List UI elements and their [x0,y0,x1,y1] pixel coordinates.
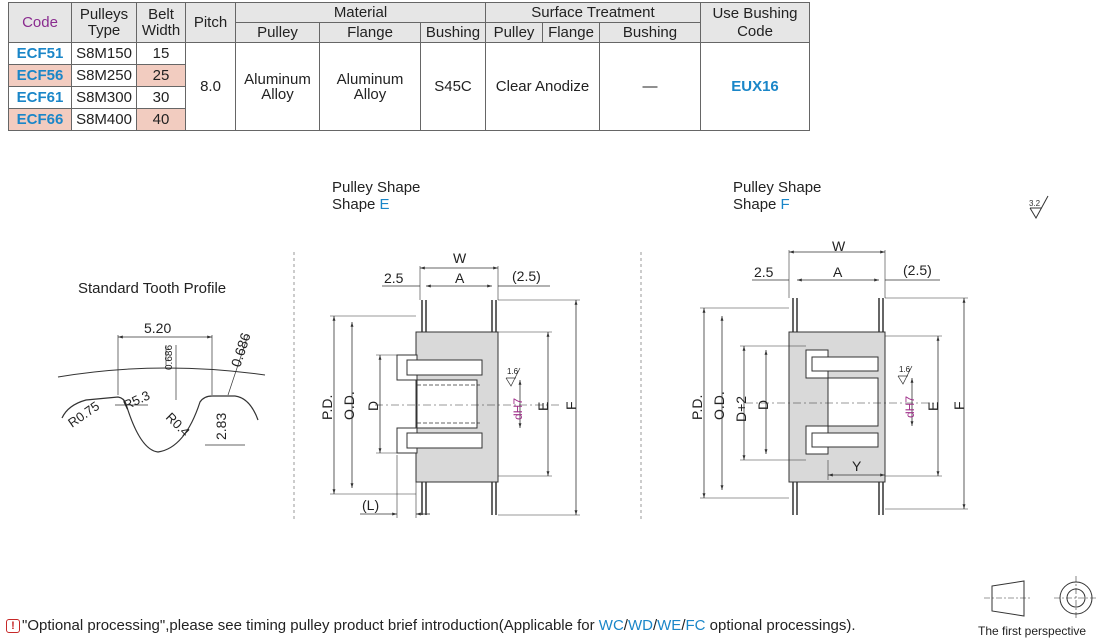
shape-e-roughness: 1.6 [507,367,519,376]
shape-f-dim-a: A [833,264,843,280]
shape-f-title: Pulley Shape [733,179,822,196]
row-code: ECF61 [8,86,72,109]
header-belt-width: Belt Width [136,2,186,43]
link-we[interactable]: WE [657,617,682,634]
shape-f-dim-f: F [951,401,967,410]
roughness-value: 3.2 [1029,199,1041,208]
material-flange-value: Aluminum Alloy [319,42,421,131]
surface-bushing-value: — [599,42,701,131]
shape-e-dim-2-5-paren: (2.5) [512,268,541,284]
shape-e-prefix: Shape [332,196,380,213]
shape-e-dim-f: F [563,401,579,410]
shape-e-subtitle: Shape E [332,196,390,213]
row-code: ECF56 [8,64,72,87]
shape-e-dim-dh7: dH7 [511,398,525,420]
dim-r0-75: R0.75 [65,398,102,430]
use-bushing-value[interactable]: EUX16 [700,42,810,131]
shape-f-dim-pd: P.D. [689,395,705,420]
row-belt-width: 25 [136,64,186,87]
link-wc[interactable]: WC [598,617,624,634]
shape-e-dim-w: W [453,250,467,266]
table-row: ECF61 S8M300 30 [8,86,810,109]
table-row: ECF56 S8M250 25 [8,64,810,87]
header-surface-flange: Flange [542,22,600,43]
optional-processing-note: !"Optional processing",please see timing… [6,617,856,635]
first-perspective-symbol [984,576,1098,620]
shape-f-dim-y: Y [852,458,862,474]
header-surface-bushing: Bushing [599,22,701,43]
link-fc[interactable]: FC [685,617,706,634]
tooth-profile-title: Standard Tooth Profile [78,280,227,297]
shape-f-drawing: W A 2.5 (2.5) P.D. O.D. D+2 D Y dH7 1.6 … [689,238,968,515]
shape-f-dim-e: E [925,402,941,411]
shape-e-letter: E [379,196,390,213]
shape-e-dim-d: D [365,401,381,411]
roughness-symbol: 3.2 [1029,195,1049,220]
shape-e-dim-pd: P.D. [319,395,335,420]
surface-pulley-flange-value: Clear Anodize [485,42,600,131]
shape-f-subtitle: Shape F [733,196,790,213]
row-code: ECF66 [8,108,72,131]
shape-e-dim-a: A [455,270,465,286]
note-text-after: optional processings). [705,617,856,634]
shape-e-dim-e: E [535,402,551,411]
table-row: ECF51 S8M150 15 8.0 Aluminum Alloy Alumi… [8,42,810,131]
dim-r5-3: R5.3 [121,388,152,413]
shape-f-dim-dh7: dH7 [903,396,917,418]
shape-f-dim-od: O.D. [711,391,727,420]
shape-f-dim-d2: D+2 [733,396,749,422]
tooth-profile-drawing: 5.20 0.686 0.686 2.83 R0.75 R5.3 R0.4 [57,320,266,453]
spec-table: Code Pulleys Type Belt Width Pitch Mater… [8,2,810,131]
note-text-before: "Optional processing",please see timing … [22,617,599,634]
header-code: Code [8,2,72,43]
shape-e-dim-l: (L) [362,497,379,513]
header-material-bushing: Bushing [420,22,486,43]
shape-e-dim-2-5: 2.5 [384,270,404,286]
shape-f-dim-w: W [832,238,846,254]
header-pitch: Pitch [185,2,236,43]
header-surface-treatment: Surface Treatment [485,2,701,23]
warning-icon: ! [6,619,20,633]
perspective-label: The first perspective [978,624,1087,638]
shape-f-dim-2-5: 2.5 [754,264,774,280]
row-belt-width: 30 [136,86,186,109]
shape-f-roughness: 1.6 [899,365,911,374]
row-type: S8M250 [71,64,137,87]
dim-5-20: 5.20 [144,320,171,336]
material-pulley-value: Aluminum Alloy [235,42,320,131]
row-belt-width: 40 [136,108,186,131]
shape-e-title: Pulley Shape [332,179,421,196]
header-material-flange: Flange [319,22,421,43]
header-use-bushing-code: Use Bushing Code [700,2,810,43]
shape-f-dim-d: D [755,400,771,410]
shape-e-drawing: W A 2.5 (2.5) P.D. O.D. D dH7 1.6 E F (L… [319,250,580,518]
shape-f-prefix: Shape [733,196,781,213]
shape-e-dim-od: O.D. [341,391,357,420]
header-material: Material [235,2,486,23]
link-wd[interactable]: WD [627,617,653,634]
dim-0-686-small: 0.686 [164,345,175,370]
table-row: ECF66 S8M400 40 [8,108,810,131]
dim-2-83: 2.83 [213,413,229,440]
dim-0-686-right: 0.686 [228,330,254,368]
material-bushing-value: S45C [420,42,486,131]
dim-r0-4: R0.4 [163,410,193,440]
header-material-pulley: Pulley [235,22,320,43]
shape-f-letter: F [780,196,790,213]
shape-f-dim-2-5-paren: (2.5) [903,262,932,278]
